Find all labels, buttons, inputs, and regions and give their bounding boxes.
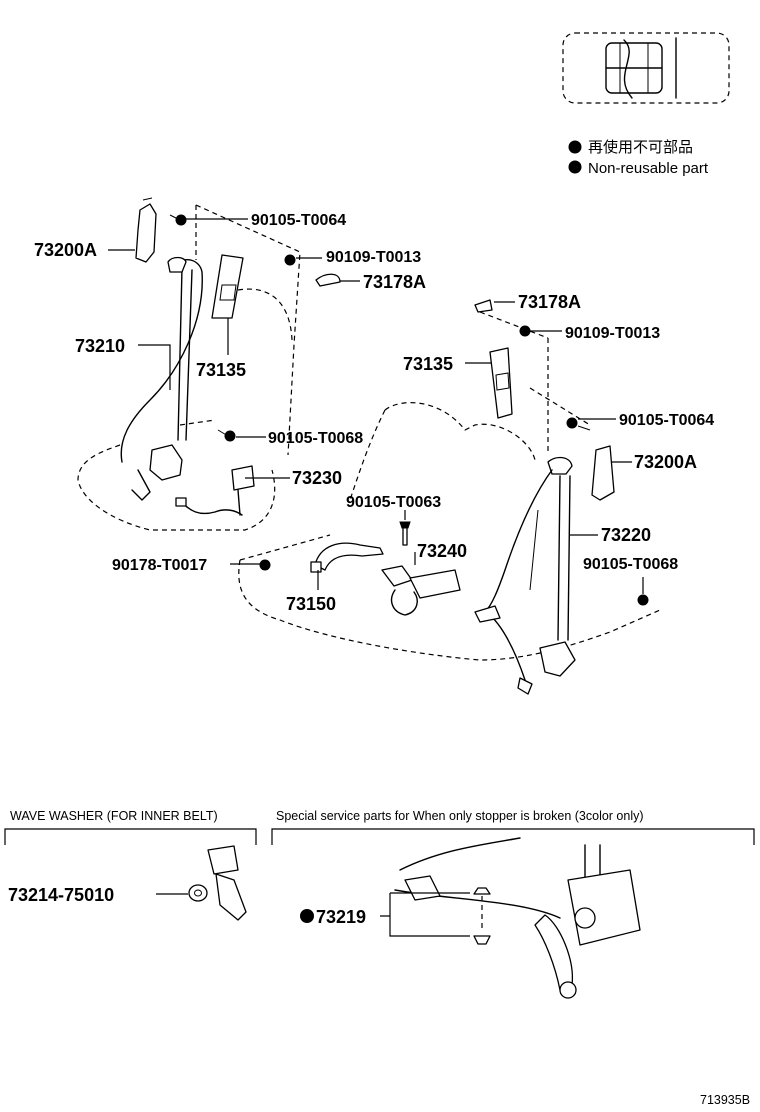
vehicle-locator-icon	[562, 32, 730, 104]
wave-washer-section: WAVE WASHER (FOR INNER BELT) 73214-75010	[4, 809, 257, 921]
part-label[interactable]: 90105-T0064	[251, 212, 346, 229]
non-reusable-bullet-icon	[568, 160, 582, 174]
figure-id: 713935B	[700, 1093, 750, 1107]
retractor-left	[149, 444, 183, 481]
part-label[interactable]: 73178A	[518, 292, 581, 312]
part-label[interactable]: 73240	[417, 541, 467, 561]
part-label[interactable]: 90178-T0017	[112, 557, 207, 574]
part-label[interactable]: 73200A	[634, 452, 697, 472]
non-reusable-bullet-icon	[568, 140, 582, 154]
legend-en-text: Non-reusable part	[588, 160, 709, 177]
leader-lines	[108, 218, 644, 594]
buckle-73240	[381, 565, 413, 587]
stopper-webbing	[534, 914, 574, 991]
belt-webbing-left	[120, 258, 203, 463]
belt-webbing-right	[484, 469, 553, 613]
bolt-icon	[566, 417, 578, 429]
legend: 再使用不可部品 Non-reusable part	[568, 139, 709, 177]
stopper-button-icon	[473, 887, 491, 895]
cover-73178A-top	[315, 273, 341, 287]
nut-icon	[284, 254, 296, 266]
bolt-icon	[637, 594, 649, 606]
part-label[interactable]: 73210	[75, 336, 125, 356]
part-label[interactable]: 90105-T0064	[619, 412, 714, 429]
cover-73135-right	[489, 347, 513, 419]
part-label[interactable]: 73200A	[34, 240, 97, 260]
non-reusable-bullet-icon	[300, 909, 314, 923]
part-label[interactable]: 73214-75010	[8, 885, 114, 905]
retractor-right	[539, 641, 576, 677]
part-label[interactable]: 73219	[316, 907, 366, 927]
bolt-icon	[175, 214, 187, 226]
part-labels: 90105-T0064 73200A 90109-T0013 73178A 73…	[34, 212, 714, 614]
hardware-right	[474, 299, 649, 606]
strap-73150	[314, 542, 384, 571]
retractor-detail	[567, 869, 641, 946]
bolt-icon	[224, 430, 236, 442]
left-seat-outline	[77, 204, 301, 531]
part-label[interactable]: 73230	[292, 468, 342, 488]
nut-icon	[259, 559, 271, 571]
special-parts-section: Special service parts for When only stop…	[271, 809, 755, 999]
part-label[interactable]: 73220	[601, 525, 651, 545]
shoulder-anchor-adjuster-left	[135, 203, 157, 263]
part-label[interactable]: 73135	[403, 354, 453, 374]
nut-icon	[519, 325, 531, 337]
inner-buckle-illustration	[207, 845, 239, 875]
section-header: Special service parts for When only stop…	[276, 809, 644, 823]
cover-73135-left	[211, 254, 244, 319]
section-header: WAVE WASHER (FOR INNER BELT)	[10, 809, 218, 823]
wave-washer-icon	[188, 884, 208, 902]
part-label[interactable]: 90109-T0013	[565, 325, 660, 342]
buckle-73230	[231, 465, 255, 491]
part-label[interactable]: 73135	[196, 360, 246, 380]
shoulder-anchor-adjuster-right	[591, 445, 615, 501]
hardware-left	[169, 214, 341, 571]
center-parts	[310, 521, 461, 616]
right-belt-assembly	[474, 445, 615, 695]
part-label[interactable]: 73150	[286, 594, 336, 614]
part-label[interactable]: 90109-T0013	[326, 249, 421, 266]
part-label[interactable]: 90105-T0068	[583, 556, 678, 573]
part-label[interactable]: 73178A	[363, 272, 426, 292]
cover-73178A-right	[474, 299, 493, 313]
part-label[interactable]: 90105-T0063	[346, 494, 441, 511]
left-belt-assembly	[120, 197, 255, 516]
legend-jp-text: 再使用不可部品	[588, 139, 693, 156]
part-label[interactable]: 90105-T0068	[268, 430, 363, 447]
